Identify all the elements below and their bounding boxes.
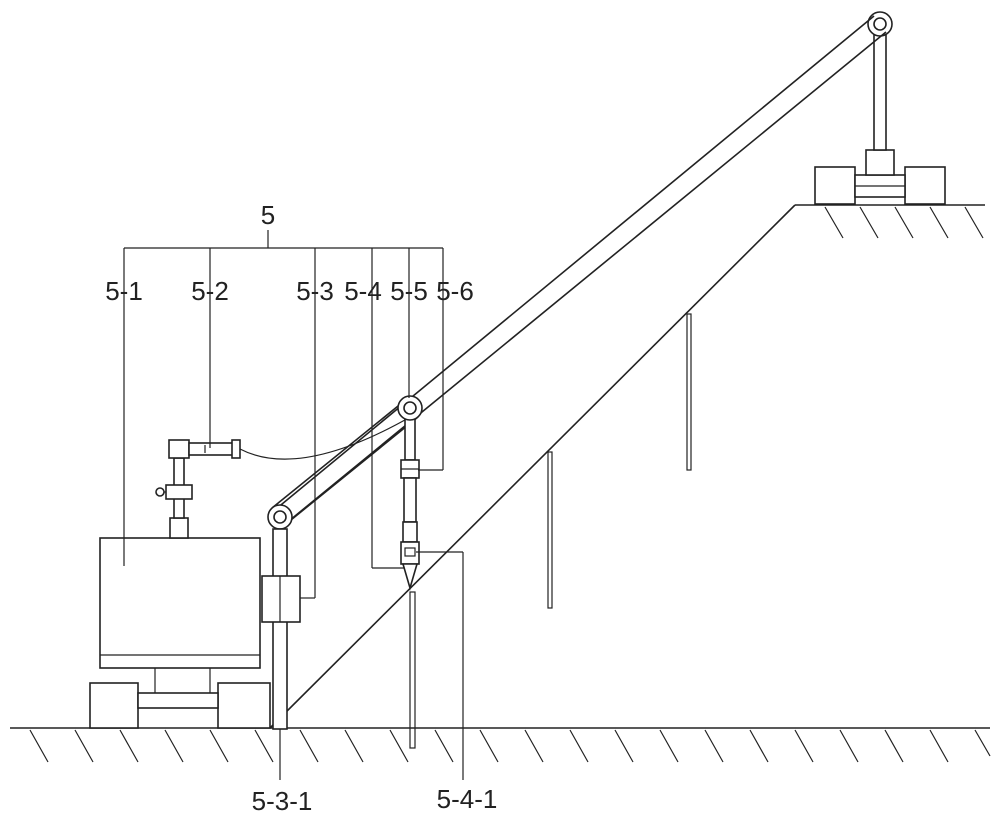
anchor-rods — [409, 313, 692, 749]
label-5-4: 5-4 — [344, 276, 382, 306]
top-anchor-vehicle — [814, 11, 946, 205]
drilling-unit — [397, 395, 423, 591]
label-5-2: 5-2 — [191, 276, 229, 306]
label-5-4-1: 5-4-1 — [437, 784, 498, 814]
label-5-6: 5-6 — [436, 276, 474, 306]
labels: 5 5-1 5-2 5-3 5-4 5-5 5-6 5-3-1 5-4-1 — [105, 200, 497, 816]
label-5-1: 5-1 — [105, 276, 143, 306]
label-5-5: 5-5 — [390, 276, 428, 306]
secondary-arm — [261, 401, 419, 730]
ground — [10, 727, 991, 763]
base-machine — [89, 537, 271, 729]
label-5-3: 5-3 — [296, 276, 334, 306]
leader-lines — [123, 230, 464, 780]
slope — [269, 204, 985, 729]
label-5-3-1: 5-3-1 — [252, 786, 313, 816]
hydraulic-mast — [155, 415, 413, 539]
label-5: 5 — [261, 200, 275, 230]
main-boom — [275, 15, 887, 526]
